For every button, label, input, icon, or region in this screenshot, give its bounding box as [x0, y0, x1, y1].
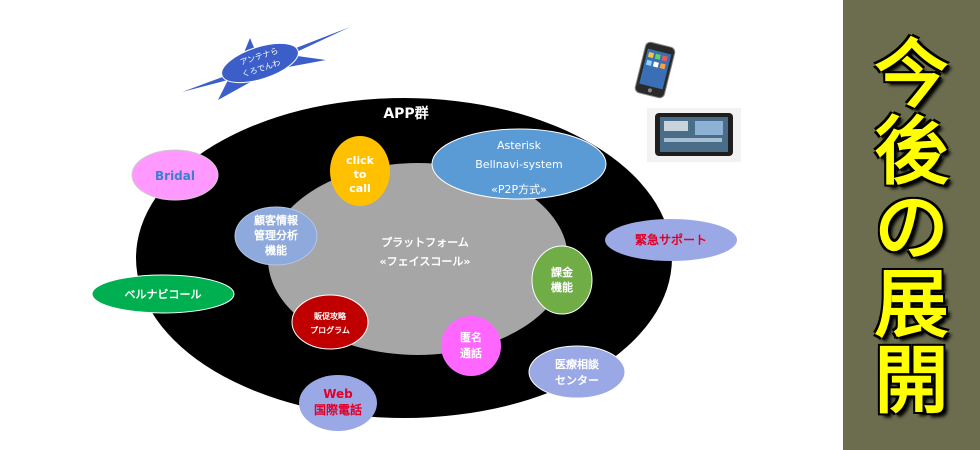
bridal-label: Bridal	[155, 169, 195, 183]
side-title-char-5: 開	[874, 338, 949, 424]
customer-analysis-line-2: 管理分析	[254, 228, 298, 242]
click-to-call-node	[330, 136, 390, 206]
promotion-line-2: プログラム	[310, 325, 350, 335]
asterisk-line-2: Bellnavi-system	[475, 158, 562, 171]
web-intl-call-node	[299, 375, 377, 431]
click-to-call-line-3: call	[349, 182, 370, 195]
tablet-image	[647, 108, 741, 162]
asterisk-line-3: «P2P方式»	[491, 182, 547, 196]
customer-analysis-node	[234, 206, 318, 266]
billing-line-2: 機能	[551, 280, 573, 294]
promotion-node	[291, 294, 369, 350]
medical-center-node	[528, 345, 626, 399]
promotion-line-1: 販促攻略	[314, 311, 347, 321]
asterisk-node	[431, 128, 607, 200]
customer-analysis-line-1: 顧客情報	[254, 213, 299, 227]
side-title-char-1: 今	[874, 32, 949, 118]
billing-node	[531, 245, 593, 315]
side-title-char-2: 後	[874, 108, 949, 195]
smartphone-image	[634, 41, 676, 99]
click-to-call-line-2: to	[354, 168, 367, 181]
bellnavi-call-label: ベルナビコール	[125, 287, 202, 301]
bridal-node	[131, 149, 219, 201]
bellnavi-call-node	[91, 274, 235, 314]
side-panel: 今 後 の 展 開	[843, 0, 980, 450]
billing-line-1: 課金	[551, 265, 574, 279]
web-intl-call-line-2: 国際電話	[314, 402, 362, 417]
anonymous-call-line-2: 通話	[460, 346, 482, 360]
side-title: 今 後 の 展 開	[843, 38, 980, 418]
emergency-support-label: 緊急サポート	[635, 232, 707, 247]
medical-center-line-2: センター	[555, 374, 599, 387]
badge-star: アンテナら くろでんわ	[182, 27, 350, 100]
side-title-char-3: の	[874, 185, 949, 271]
medical-center-line-1: 医療相談	[555, 357, 600, 371]
emergency-support-node	[605, 219, 737, 261]
asterisk-line-1: Asterisk	[497, 139, 542, 152]
platform-subtitle: «フェイスコール»	[380, 255, 471, 268]
app-ring-label: APP群	[383, 105, 428, 122]
click-to-call-line-1: click	[346, 154, 375, 167]
anonymous-call-line-1: 匿名	[460, 330, 482, 344]
anonymous-call-node	[441, 316, 501, 376]
web-intl-call-line-1: Web	[323, 387, 353, 401]
platform-title: プラットフォーム	[381, 235, 469, 249]
customer-analysis-line-3: 機能	[265, 243, 287, 257]
side-title-char-4: 展	[874, 261, 949, 348]
